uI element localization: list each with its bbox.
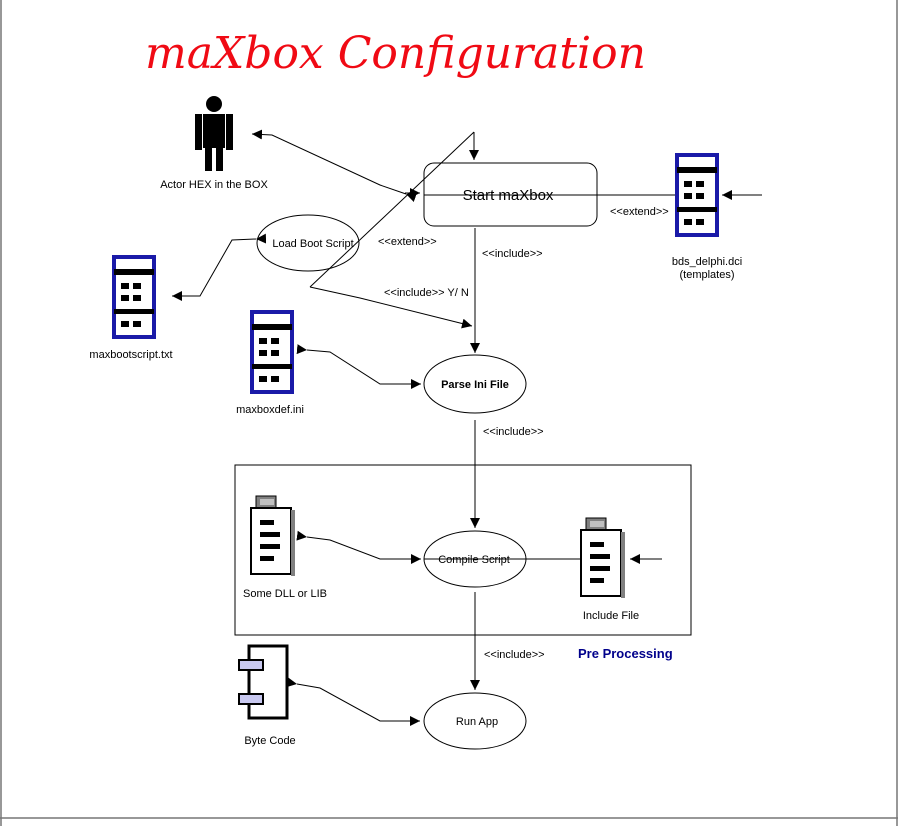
run-app-node	[423, 692, 527, 750]
include-start-label: <<include>>	[482, 248, 543, 260]
byte-code-label: Byte Code	[244, 735, 295, 747]
maxboxdef-doc-icon	[250, 310, 294, 394]
dll-label: Some DLL or LIB	[243, 588, 327, 600]
parse-ini-file-label: Parse Ini File	[441, 379, 509, 391]
maxbootscript-label: maxbootscript.txt	[89, 349, 172, 361]
def-parse-link	[296, 344, 421, 389]
actor-start-link	[251, 129, 418, 202]
dll-compile-link	[296, 530, 421, 564]
extend-boot-label: <<extend>>	[378, 236, 437, 248]
maxboxdef-label: maxboxdef.ini	[236, 404, 304, 416]
bds-templates-label: (templates)	[679, 269, 734, 281]
bytecode-run-link	[286, 677, 420, 726]
include-yn-label: <<include>> Y/ N	[384, 287, 469, 299]
include-file-icon	[580, 517, 626, 599]
bds-delphi-label: bds_delphi.dci	[672, 256, 742, 268]
actor-icon	[195, 96, 233, 171]
yn-include-arrow	[309, 286, 473, 329]
run-app-label: Run App	[456, 716, 498, 728]
diagram-title: maXbox Configuration	[145, 28, 646, 79]
byte-code-component-icon	[238, 644, 289, 720]
pre-processing-group	[234, 464, 692, 636]
boot-script-link	[172, 233, 267, 301]
bds-delphi-doc-icon	[675, 153, 719, 237]
pre-processing-label: Pre Processing	[578, 646, 673, 661]
dll-file-icon	[250, 495, 296, 577]
parse-ini-file-node	[423, 354, 527, 414]
include-file-label: Include File	[583, 610, 639, 622]
load-boot-script-label: Load Boot Script	[272, 238, 353, 250]
actor-label: Actor HEX in the BOX	[160, 179, 268, 191]
extend-bds-label: <<extend>>	[610, 206, 669, 218]
include-parse-label: <<include>>	[483, 426, 544, 438]
include-run-label: <<include>>	[484, 649, 545, 661]
connections	[172, 129, 762, 726]
maxbootscript-doc-icon	[112, 255, 156, 339]
extend-boot-line	[309, 131, 475, 288]
compile-script-label: Compile Script	[438, 554, 510, 566]
